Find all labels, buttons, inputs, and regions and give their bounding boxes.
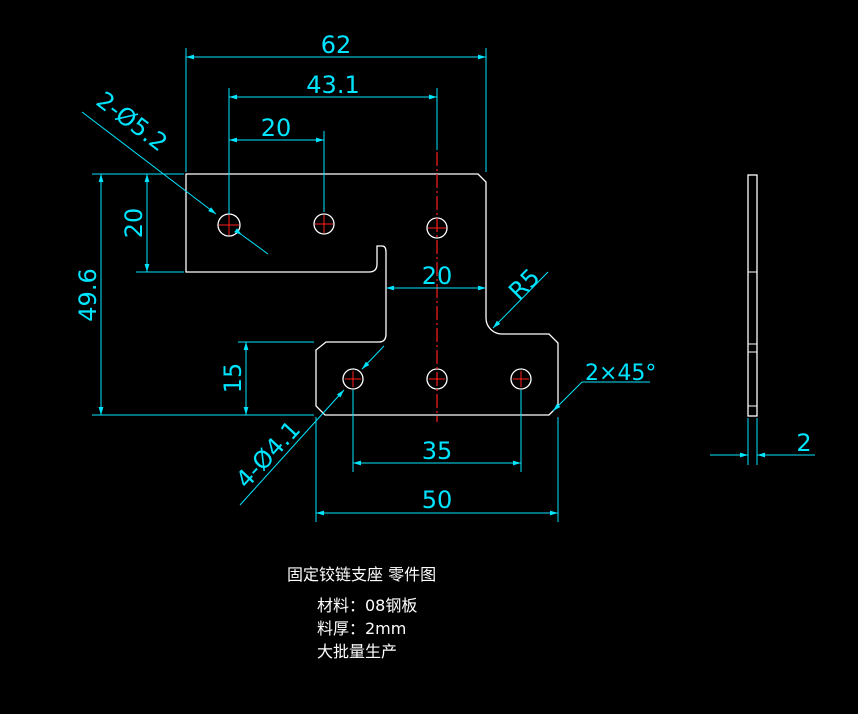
- dim-hole-callout-bottom: 4-Ø4.1: [230, 415, 306, 493]
- dim-hole-pitch-bottom: 35: [422, 437, 453, 465]
- dim-hole-callout-top: 2-Ø5.2: [91, 86, 173, 157]
- dim-overall-width: 62: [321, 31, 352, 59]
- dim-overall-height: 49.6: [74, 268, 102, 321]
- thickness-note: 料厚：2mm: [317, 619, 407, 638]
- side-view: [710, 174, 815, 465]
- dim-neck-width: 20: [422, 262, 453, 290]
- dim-fillet-radius: R5: [503, 263, 545, 305]
- dim-base-width: 50: [422, 486, 453, 514]
- hole-marks: [217, 213, 532, 390]
- production-note: 大批量生产: [317, 642, 398, 661]
- drawing-title: 固定铰链支座 零件图: [287, 565, 437, 584]
- part-outline: [185, 173, 559, 416]
- hole-bottom-1: [342, 368, 364, 390]
- dim-lower-height: 15: [219, 363, 247, 394]
- dim-thickness: 2: [796, 429, 811, 457]
- hole-top-1: [217, 213, 241, 237]
- hole-top-2: [313, 213, 335, 235]
- dimension-lines: [81, 48, 650, 522]
- dim-chamfer: 2×45°: [585, 361, 656, 386]
- dim-hole-pitch-top: 20: [261, 114, 292, 142]
- dim-upper-height: 20: [120, 208, 148, 239]
- material-note: 材料：08钢板: [317, 596, 418, 615]
- dim-hole-span-top: 43.1: [306, 71, 359, 99]
- hole-bottom-3: [510, 368, 532, 390]
